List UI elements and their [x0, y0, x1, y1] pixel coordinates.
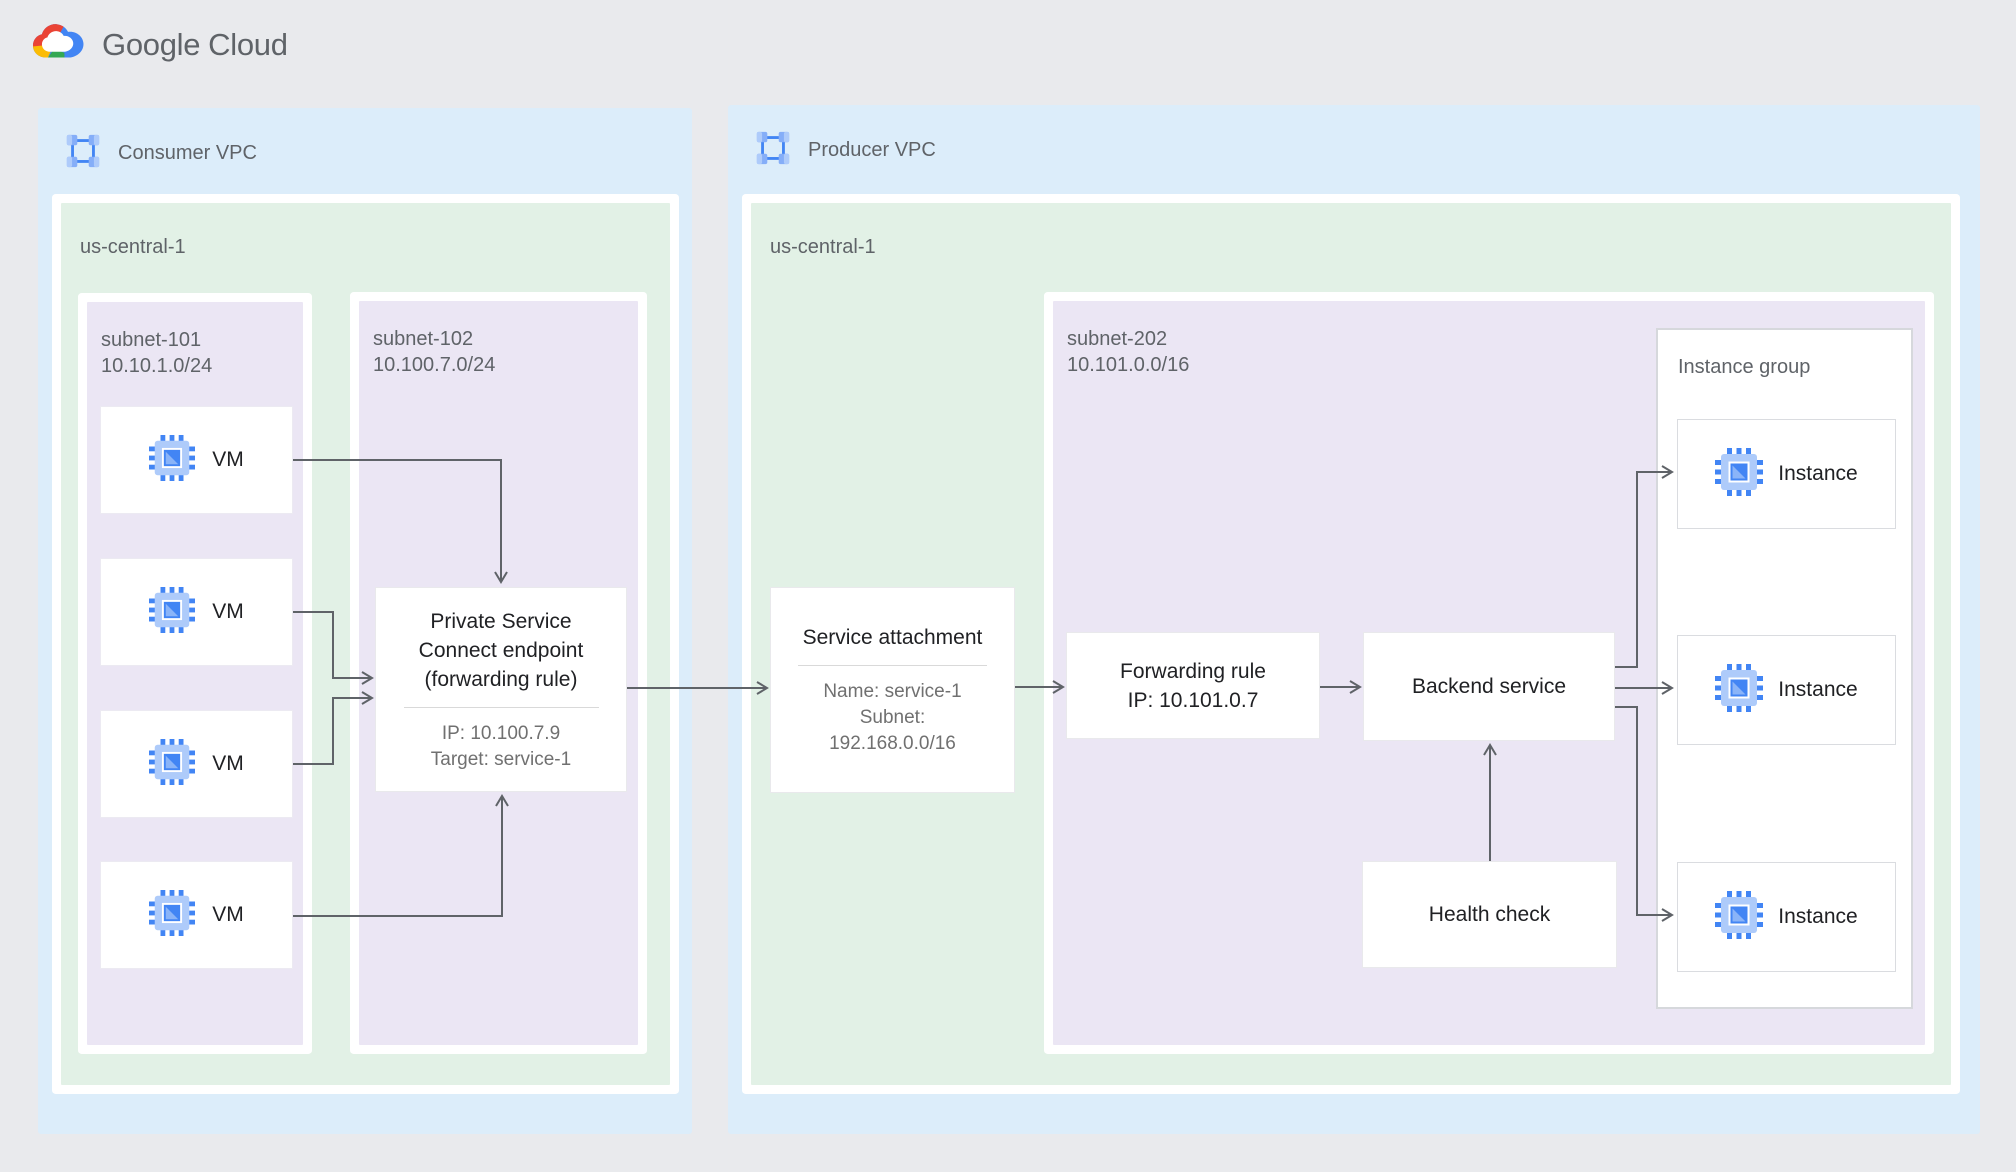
compute-engine-icon [1715, 447, 1764, 501]
consumer-vpc-label: Consumer VPC [118, 142, 257, 164]
health-check-label: Health check [1428, 903, 1551, 926]
vm-box-4: VM [100, 861, 293, 969]
subnet-102-label: subnet-102 10.100.7.0/24 [373, 326, 495, 378]
forwarding-rule-box: Forwarding rule IP: 10.101.0.7 [1066, 632, 1320, 739]
instance-group-box: Instance group [1656, 328, 1913, 1009]
service-attachment-subnet-word: Subnet: [859, 707, 926, 728]
producer-region: us-central-1 Service attachment Name: se… [751, 203, 1951, 1085]
logo-word-google: Google [102, 26, 201, 62]
psc-title-line-2: Connect endpoint [418, 638, 584, 662]
divider [403, 706, 599, 708]
instance-box-2: Instance [1677, 635, 1896, 745]
subnet-102: subnet-102 10.100.7.0/24 Private Service… [359, 301, 638, 1045]
subnet-102-name: subnet-102 [373, 328, 474, 350]
vm-label: VM [212, 600, 244, 623]
vpc-network-icon [754, 129, 792, 172]
backend-service-box: Backend service [1363, 632, 1615, 741]
producer-vpc-header: Producer VPC [754, 129, 936, 172]
psc-title-line-3: (forwarding rule) [424, 667, 578, 691]
consumer-vpc-header: Consumer VPC [64, 132, 257, 175]
service-attachment-subnet-cidr: 192.168.0.0/16 [829, 733, 956, 754]
compute-engine-icon [1715, 663, 1764, 717]
subnet-101: subnet-101 10.10.1.0/24 [87, 302, 303, 1045]
compute-engine-icon [149, 738, 196, 790]
vm-box-1: VM [100, 406, 293, 514]
subnet-202: subnet-202 10.101.0.0/16 Forwarding rule… [1053, 301, 1925, 1045]
subnet-101-name: subnet-101 [101, 329, 202, 351]
instance-box-1: Instance [1677, 419, 1896, 529]
subnet-102-cidr: 10.100.7.0/24 [373, 354, 496, 376]
service-attachment-name: Name: service-1 [823, 681, 962, 702]
vm-label: VM [212, 448, 244, 471]
psc-target: Target: service-1 [430, 748, 572, 770]
compute-engine-icon [149, 586, 196, 638]
compute-engine-icon [1715, 890, 1764, 944]
service-attachment-box: Service attachment Name: service-1 Subne… [770, 587, 1015, 793]
service-attachment-title: Service attachment [802, 626, 983, 649]
subnet-101-label: subnet-101 10.10.1.0/24 [101, 327, 212, 379]
consumer-region: us-central-1 subnet-101 10.10.1.0/24 [61, 203, 670, 1085]
health-check-box: Health check [1362, 861, 1617, 968]
subnet-202-label: subnet-202 10.101.0.0/16 [1067, 326, 1189, 378]
consumer-region-label: us-central-1 [80, 236, 186, 258]
compute-engine-icon [149, 434, 196, 486]
instance-box-3: Instance [1677, 862, 1896, 972]
vm-label: VM [212, 752, 244, 775]
psc-ip: IP: 10.100.7.9 [441, 722, 561, 744]
producer-vpc-label: Producer VPC [808, 139, 936, 161]
backend-service-label: Backend service [1411, 675, 1567, 698]
instance-group-label: Instance group [1678, 356, 1811, 378]
psc-endpoint-box: Private Service Connect endpoint (forwar… [375, 587, 627, 792]
vm-box-2: VM [100, 558, 293, 666]
vpc-network-icon [64, 132, 102, 175]
logo-word-cloud: Cloud [208, 26, 288, 62]
google-cloud-icon [30, 20, 87, 69]
subnet-202-cidr: 10.101.0.0/16 [1067, 354, 1190, 376]
consumer-vpc-container: Consumer VPC us-central-1 subnet-101 10.… [38, 108, 692, 1134]
instance-label: Instance [1778, 462, 1858, 485]
producer-region-label: us-central-1 [770, 236, 876, 258]
forwarding-rule-ip: IP: 10.101.0.7 [1127, 688, 1259, 712]
vm-box-3: VM [100, 710, 293, 818]
producer-vpc-container: Producer VPC us-central-1 Service attach… [728, 105, 1980, 1134]
divider [797, 665, 988, 666]
instance-label: Instance [1778, 678, 1858, 701]
psc-endpoint-title: Private Service Connect endpoint (forwar… [419, 607, 584, 694]
forwarding-rule-title: Forwarding rule IP: 10.101.0.7 [1120, 657, 1266, 715]
psc-endpoint-details: IP: 10.100.7.9 Target: service-1 [431, 721, 571, 773]
vm-label: VM [212, 903, 244, 926]
forwarding-rule-line-1: Forwarding rule [1120, 659, 1266, 683]
compute-engine-icon [149, 889, 196, 941]
subnet-101-cidr: 10.10.1.0/24 [101, 355, 213, 377]
instance-label: Instance [1778, 905, 1858, 928]
service-attachment-details: Name: service-1 Subnet: 192.168.0.0/16 [823, 679, 961, 757]
subnet-202-name: subnet-202 [1067, 328, 1168, 350]
psc-title-line-1: Private Service [430, 609, 572, 633]
